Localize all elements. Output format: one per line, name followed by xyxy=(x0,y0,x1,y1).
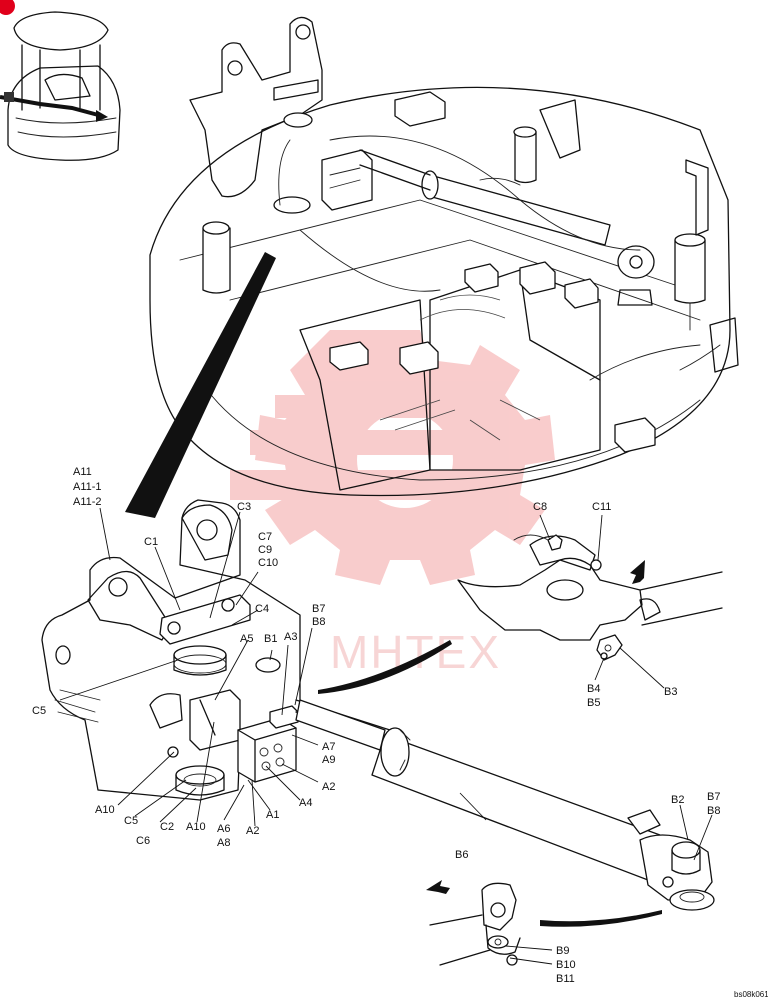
machine-inset-thumbnail xyxy=(0,0,121,161)
label-a11: A11 xyxy=(73,466,92,478)
label-a2-lower: A2 xyxy=(246,825,259,837)
drawing-code: bs08k061 xyxy=(734,990,768,999)
cylinder-head-detail xyxy=(457,534,723,661)
watermark-logo: MHTEX xyxy=(230,330,555,678)
label-b9: B9 xyxy=(556,945,569,957)
label-a2-right: A2 xyxy=(322,781,335,793)
frame-post-right xyxy=(674,233,706,304)
detail-pointer-head xyxy=(318,640,452,694)
label-b3: B3 xyxy=(664,686,677,698)
label-a5: A5 xyxy=(240,633,253,645)
label-b2: B2 xyxy=(671,794,684,806)
detail-pointer-wedge xyxy=(125,252,276,518)
direction-arrow-left xyxy=(426,880,450,894)
label-a7: A7 xyxy=(322,741,335,753)
label-b10: B10 xyxy=(556,959,576,971)
swing-bracket-exploded xyxy=(41,499,391,801)
label-c10: C10 xyxy=(258,557,278,569)
label-c11: C11 xyxy=(592,501,611,513)
label-a11-1: A11-1 xyxy=(73,481,102,493)
label-a4: A4 xyxy=(299,797,312,809)
label-c3: C3 xyxy=(237,501,251,513)
upper-frame-assembly xyxy=(149,16,739,497)
label-b5: B5 xyxy=(587,697,600,709)
label-c2: C2 xyxy=(160,821,174,833)
label-a11-2: A11-2 xyxy=(73,496,102,508)
label-c7: C7 xyxy=(258,531,272,543)
label-a10-right: A10 xyxy=(186,821,206,833)
label-b8-lower: B8 xyxy=(707,805,720,817)
swing-cylinder-top xyxy=(359,149,611,246)
inset-marker-badge xyxy=(0,0,15,15)
label-c9: C9 xyxy=(258,544,272,556)
label-b6: B6 xyxy=(455,849,468,861)
frame-post-mid xyxy=(513,126,537,184)
valve-block xyxy=(237,705,299,783)
direction-arrow-right xyxy=(630,560,645,584)
label-b11: B11 xyxy=(556,973,575,985)
label-a6: A6 xyxy=(217,823,230,835)
label-b8-upper: B8 xyxy=(312,616,325,628)
label-b1: B1 xyxy=(264,633,277,645)
label-c8: C8 xyxy=(533,501,547,513)
part-labels: A11 A11-1 A11-2 C1 C3 C7 C9 C10 C4 A5 A3… xyxy=(32,466,720,985)
watermark-text: MHTEX xyxy=(330,626,501,678)
swing-cylinder xyxy=(295,699,715,911)
label-c5-lower: C5 xyxy=(124,815,138,827)
detail-pointer-rod xyxy=(540,910,662,927)
label-a10-left: A10 xyxy=(95,804,115,816)
label-a8: A8 xyxy=(217,837,230,849)
cylinder-end-top xyxy=(617,245,655,306)
label-a3: A3 xyxy=(284,631,297,643)
leader-lines xyxy=(59,507,713,965)
label-b7-lower: B7 xyxy=(707,791,720,803)
label-a1: A1 xyxy=(266,809,279,821)
rod-end-detail xyxy=(426,880,521,966)
frame-post-left xyxy=(202,221,231,294)
label-c4: C4 xyxy=(255,603,269,615)
label-c6: C6 xyxy=(136,835,150,847)
label-a9: A9 xyxy=(322,754,335,766)
label-b4: B4 xyxy=(587,683,600,695)
label-c5-upper: C5 xyxy=(32,705,46,717)
label-c1: C1 xyxy=(144,536,158,548)
label-b7-upper: B7 xyxy=(312,603,325,615)
